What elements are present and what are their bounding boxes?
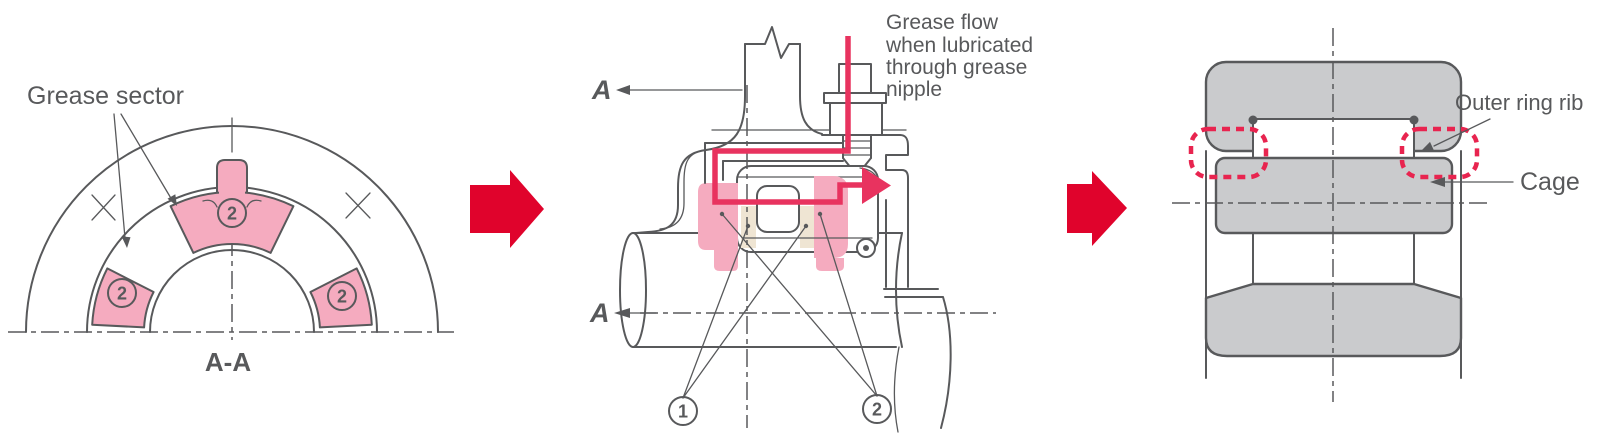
- leader-line: [721, 213, 878, 397]
- grease-flow-path: [712, 36, 864, 205]
- leader-dot: [803, 223, 809, 229]
- shaft-step: [884, 296, 952, 429]
- section-name-label: A-A: [205, 347, 251, 377]
- callout-number: 2: [117, 284, 127, 304]
- grease-sector-label: Grease sector: [27, 82, 184, 110]
- inner-ring-arc: [149, 249, 315, 333]
- arrowhead-icon: [616, 85, 630, 95]
- rib-corner-dot: [1409, 115, 1419, 125]
- leader-dot: [745, 223, 751, 229]
- arrowhead-icon: [614, 308, 630, 318]
- grease-sector-left: [91, 267, 155, 329]
- callout-badge: [327, 281, 357, 311]
- roller: [756, 185, 800, 233]
- leader-line: [120, 113, 173, 201]
- grease-nipple-flange: [823, 92, 887, 104]
- grease-nipple-head: [838, 63, 872, 94]
- leader-line: [113, 113, 126, 239]
- x-mark-left: [91, 194, 116, 221]
- nipple-bore-walls: [842, 134, 872, 159]
- locating-pin-center: [863, 245, 869, 251]
- housing-inner-contour: [659, 150, 701, 230]
- passage-fillets: [202, 199, 262, 208]
- shaft-break-line: [893, 346, 900, 433]
- arrowhead-icon: [167, 194, 177, 206]
- leader-dot: [719, 211, 725, 217]
- leader-line: [819, 213, 878, 397]
- cage: [1214, 156, 1454, 235]
- outer-ring-rib-label: Outer ring rib: [1455, 90, 1583, 115]
- grease-sector-right: [309, 267, 373, 329]
- leader-line: [1433, 118, 1491, 147]
- housing-break-symbol: [744, 26, 801, 59]
- cage-bars: [1252, 232, 1415, 285]
- arrowhead-icon: [1430, 177, 1445, 187]
- grease-pocket-left: [698, 183, 738, 271]
- right-block-arrow-icon: [470, 170, 544, 248]
- callout-number: 1: [678, 402, 688, 422]
- grease-flow-arrowhead-icon: [862, 167, 891, 204]
- shaft-end-face: [619, 232, 647, 348]
- grease-sector-top: [169, 191, 295, 254]
- grease-flow-note-line: through grease: [886, 56, 1027, 79]
- grease-pocket-right: [814, 176, 848, 271]
- grease-sector-section-diagram: 2 2 2 Grease sector A-A: [8, 82, 454, 377]
- leader-line: [682, 225, 749, 399]
- right-block-arrow-icon: [1067, 171, 1127, 246]
- highlight-ellipse-right: [1399, 126, 1480, 180]
- section-label-bottom: A: [589, 298, 610, 328]
- grease-flow-note-line: Grease flow: [886, 11, 999, 34]
- bearing-detail-diagram: Outer ring rib Cage: [1172, 28, 1583, 402]
- housing-right-profile: [799, 43, 823, 135]
- callout-number: 2: [872, 400, 882, 420]
- grease-flow-note-line: when lubricated: [885, 34, 1033, 57]
- callout-badge: [217, 198, 247, 228]
- grease-flow-note-line: nipple: [886, 78, 942, 101]
- housing-right-wall: [885, 134, 909, 288]
- arrowhead-icon: [1421, 141, 1434, 151]
- rib-corner-dot: [1248, 115, 1258, 125]
- callout-badge: [862, 394, 892, 424]
- callout-number: 2: [227, 204, 237, 224]
- leader-line: [682, 225, 807, 399]
- cage-label: Cage: [1520, 168, 1580, 196]
- callout-badge: [107, 278, 137, 308]
- callout-number: 2: [337, 287, 347, 307]
- section-label-top: A: [591, 75, 612, 105]
- grease-nipple-body: [829, 102, 883, 136]
- housing-cross-section-diagram: A A 1 2 Grease flow when lubricated thro…: [589, 11, 1033, 433]
- housing-left-profile: [635, 43, 746, 234]
- grease-duct-walls: [704, 142, 724, 184]
- callout-badge: [668, 396, 698, 426]
- highlight-ellipse-left: [1188, 126, 1269, 180]
- housing-outer-arc: [25, 125, 439, 333]
- leader-dot: [817, 211, 823, 217]
- x-mark-right: [345, 192, 371, 219]
- arrowhead-icon: [121, 236, 131, 248]
